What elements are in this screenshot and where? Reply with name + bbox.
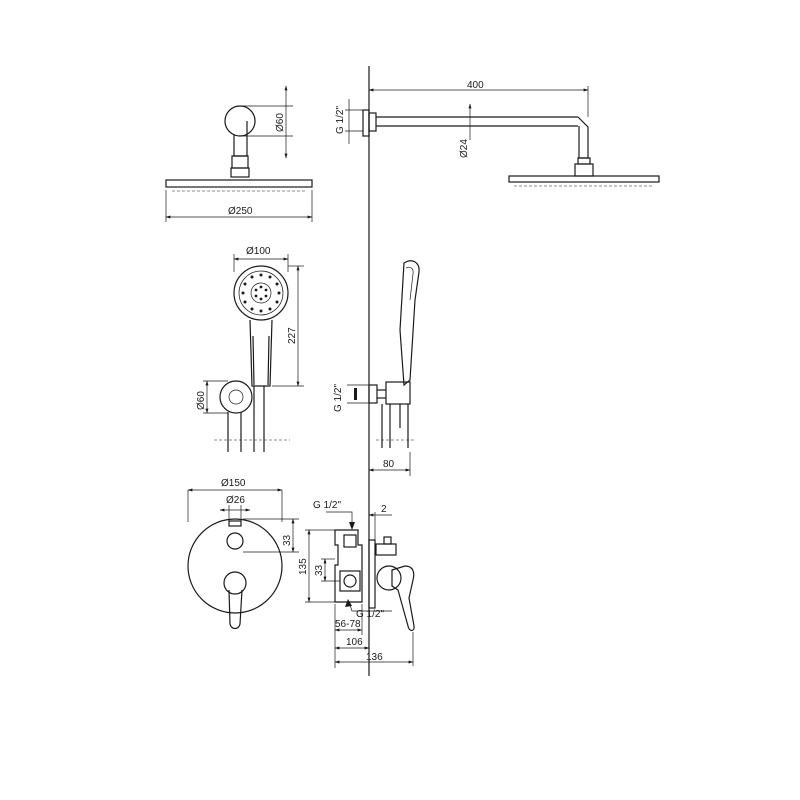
dim-hand-length: 227 <box>287 327 298 344</box>
dim-valve-thread-bottom: G 1/2" <box>356 609 384 620</box>
dim-knob-diameter: Ø26 <box>226 495 245 506</box>
dim-plate-diameter: Ø150 <box>221 478 246 489</box>
dim-total-depth: 136 <box>366 652 383 663</box>
dim-outlet-depth: 80 <box>383 459 395 470</box>
hand-shower-side-view: G 1/2" 80 <box>333 260 420 476</box>
mixer-valve-side-view: G 1/2" 2 135 33 G 1/2" 56-78 106 136 <box>298 500 415 668</box>
dim-outlet-diameter: Ø60 <box>196 391 207 410</box>
dim-head-diameter: Ø250 <box>228 206 253 217</box>
dim-outlet-thread: G 1/2" <box>333 384 344 412</box>
dim-install-depth: 56-78 <box>335 619 361 630</box>
hand-shower-front-view: Ø100 227 Ø60 <box>196 246 304 452</box>
shower-arm-side-view: 400 G 1/2" Ø24 <box>335 80 660 187</box>
dim-arm-diameter: Ø24 <box>459 139 470 158</box>
dim-plate-height: 135 <box>298 558 309 575</box>
dim-flange-diameter: Ø60 <box>275 113 286 132</box>
dim-body-depth: 106 <box>346 637 363 648</box>
dim-cover-gap: 2 <box>381 504 387 515</box>
shower-head-front-view: Ø60 Ø250 <box>165 85 313 222</box>
dim-wall-thread: G 1/2" <box>335 106 346 134</box>
dim-valve-offset: 33 <box>314 564 325 576</box>
dim-valve-thread-top: G 1/2" <box>313 500 341 511</box>
mixer-plate-front-view: Ø150 Ø26 33 <box>187 478 299 630</box>
dim-hand-diameter: Ø100 <box>246 246 271 257</box>
dim-knob-offset: 33 <box>282 534 293 546</box>
dim-arm-length: 400 <box>467 80 484 91</box>
